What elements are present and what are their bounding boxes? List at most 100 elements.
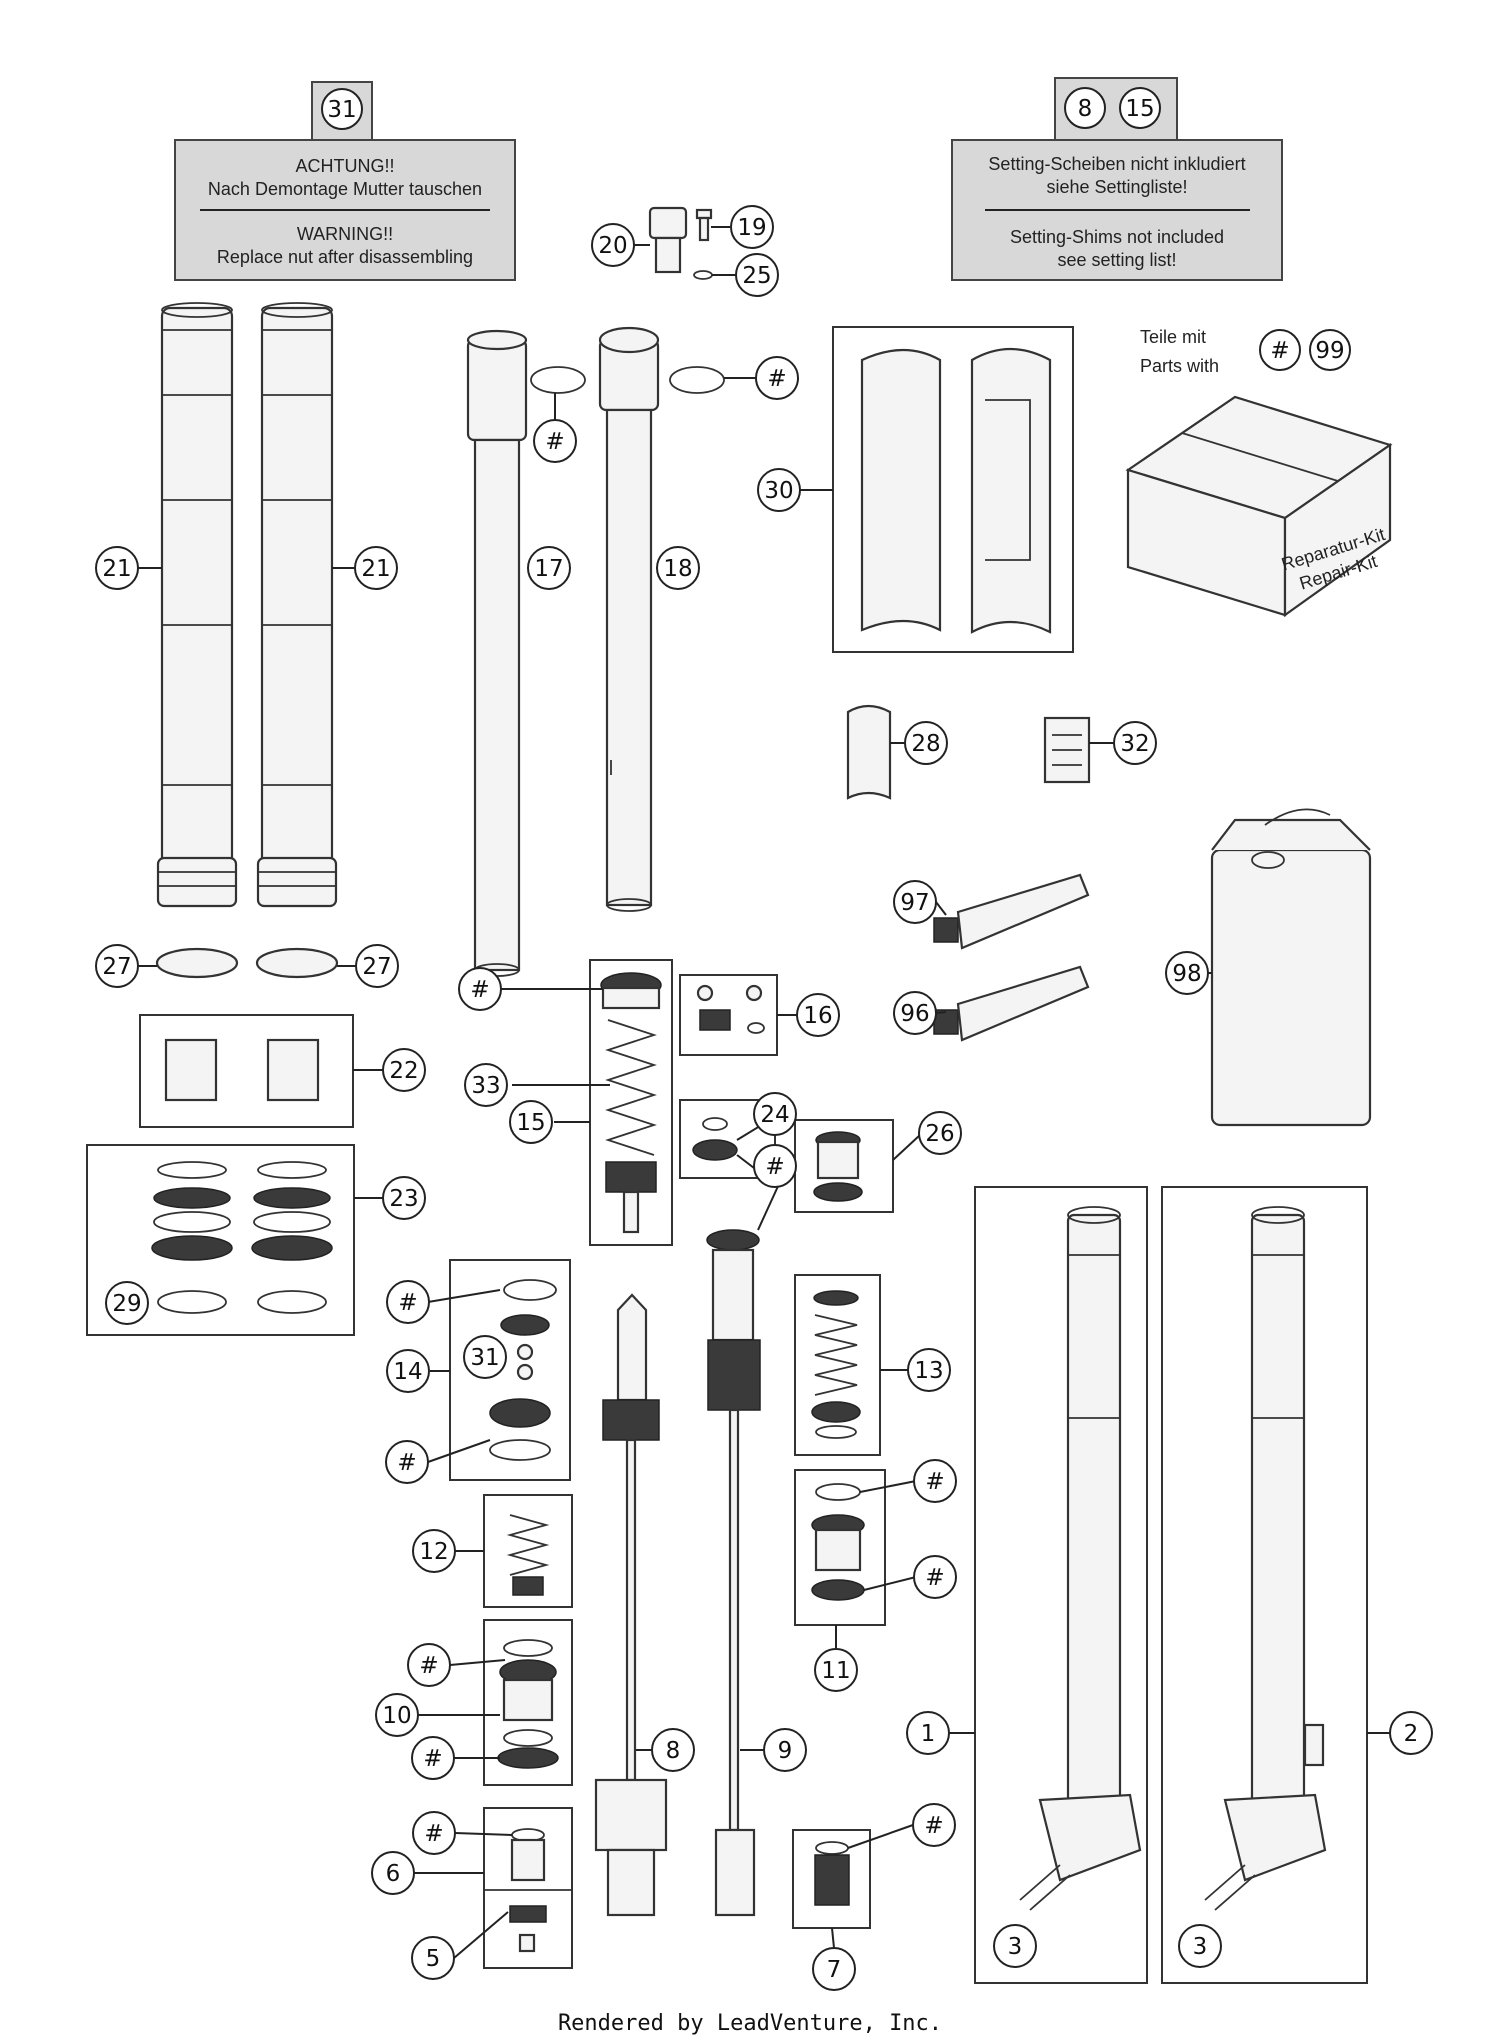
svg-text:98: 98 (1172, 961, 1201, 987)
shims-tag-8: 8 (1078, 96, 1093, 122)
shims-tag-15: 15 (1125, 96, 1154, 122)
base-valve-11 (811, 1483, 865, 1601)
callout-12: 12 (412, 1529, 456, 1573)
svg-text:27: 27 (362, 954, 391, 980)
compression-stack-13 (811, 1290, 861, 1439)
shims-line-1: Setting-Scheiben nicht inkludiert (988, 154, 1245, 174)
valve-7-frame (792, 1829, 871, 1929)
svg-text:12: 12 (419, 1539, 448, 1565)
callout-13: 13 (907, 1348, 951, 1392)
callout-hash-10-top: # (407, 1643, 451, 1687)
callout-27-left: 27 (95, 944, 139, 988)
callout-98: 98 (1165, 951, 1209, 995)
repair-kit-box: Reparatur-Kit Repair-Kit (1125, 395, 1393, 618)
shims-line-4: see setting list! (1057, 250, 1176, 270)
decal-28 (846, 704, 892, 800)
callout-8: 8 (651, 1728, 695, 1772)
callout-17: 17 (527, 546, 571, 590)
svg-text:3: 3 (1193, 1934, 1208, 1960)
callout-15: 15 (509, 1100, 553, 1144)
damping-rod-9 (706, 1229, 761, 1917)
svg-text:32: 32 (1120, 731, 1149, 757)
svg-text:#: # (545, 429, 564, 455)
callout-31: 31 (463, 1335, 507, 1379)
callout-24: 24 (753, 1092, 797, 1136)
callout-33: 33 (464, 1063, 508, 1107)
svg-text:18: 18 (663, 556, 692, 582)
guide-ring-27-left (155, 947, 239, 979)
svg-text:1: 1 (921, 1721, 936, 1747)
callout-10: 10 (375, 1693, 419, 1737)
stack-13-frame (794, 1274, 881, 1456)
callout-5: 5 (411, 1936, 455, 1980)
svg-text:31: 31 (470, 1345, 499, 1371)
screw-cap-20 (648, 206, 688, 274)
oil-canister-98 (1210, 808, 1372, 1127)
svg-text:28: 28 (911, 731, 940, 757)
svg-text:6: 6 (386, 1861, 401, 1887)
callout-28: 28 (904, 721, 948, 765)
nut-warning-line-3: WARNING!! (297, 224, 393, 244)
callout-14: 14 (386, 1349, 430, 1393)
callout-hash-11-bottom: # (913, 1555, 957, 1599)
svg-text:24: 24 (760, 1102, 789, 1128)
nut-warning-line-4: Replace nut after disassembling (217, 247, 473, 267)
ring-29-right (257, 1290, 327, 1314)
spring-12 (506, 1514, 550, 1596)
callout-hash-14-bottom: # (385, 1440, 429, 1484)
callout-30: 30 (757, 468, 801, 512)
svg-text:#: # (765, 1154, 784, 1180)
valve-6-frame (483, 1807, 573, 1969)
svg-text:3: 3 (1008, 1934, 1023, 1960)
callout-23: 23 (382, 1176, 426, 1220)
callout-hash-11-top: # (913, 1459, 957, 1503)
svg-text:17: 17 (534, 556, 563, 582)
svg-text:21: 21 (361, 556, 390, 582)
fork-leg-2-frame (1161, 1186, 1368, 1984)
callout-16: 16 (796, 993, 840, 1037)
callout-3-left: 3 (993, 1924, 1037, 1968)
nut-warning-note: 31 ACHTUNG!! Nach Demontage Mutter tausc… (174, 81, 516, 281)
leader-lines (138, 226, 1390, 1959)
valve-10 (497, 1639, 559, 1769)
svg-text:22: 22 (389, 1058, 418, 1084)
svg-text:15: 15 (516, 1110, 545, 1136)
seal-24-frame (679, 1099, 776, 1179)
grease-tube-96 (933, 965, 1090, 1042)
cartridge-17 (466, 329, 586, 977)
setting-shims-note: 8 15 Setting-Scheiben nicht inkludiert s… (951, 77, 1283, 281)
svg-text:#: # (424, 1821, 443, 1847)
oring-24 (692, 1139, 738, 1161)
callout-6: 6 (371, 1851, 415, 1895)
svg-text:27: 27 (102, 954, 131, 980)
svg-text:14: 14 (393, 1359, 422, 1385)
ring-29-left (157, 1290, 227, 1314)
seal-stack-23 (151, 1161, 333, 1261)
svg-text:25: 25 (742, 263, 771, 289)
svg-text:10: 10 (382, 1703, 411, 1729)
valve-6 (510, 1828, 546, 1882)
seal-set-23-frame (86, 1144, 355, 1336)
callout-20: 20 (591, 223, 635, 267)
callout-hash-7: # (912, 1803, 956, 1847)
callout-3-right: 3 (1178, 1924, 1222, 1968)
callout-7: 7 (812, 1947, 856, 1991)
svg-text:96: 96 (900, 1001, 929, 1027)
svg-text:21: 21 (102, 556, 131, 582)
fork-stickers-30 (860, 347, 1052, 634)
washer-25 (693, 270, 713, 280)
nut-warning-tag: 31 (327, 97, 356, 123)
fork-leg-2 (1204, 1206, 1327, 1911)
svg-text:33: 33 (471, 1073, 500, 1099)
svg-text:26: 26 (925, 1121, 954, 1147)
callout-hash-10-bottom: # (411, 1736, 455, 1780)
nut-warning-line-1: ACHTUNG!! (296, 156, 395, 176)
valve-14 (489, 1279, 557, 1461)
outer-tube-21-right (256, 302, 338, 908)
svg-text:#: # (397, 1450, 416, 1476)
repair-kit-note: Teile mit Parts with # 99 Reparatur-Kit … (1125, 327, 1393, 618)
guide-ring-27-right (255, 947, 339, 979)
bushing-22-pair (164, 1038, 320, 1102)
small-hardware-16 (696, 984, 765, 1034)
